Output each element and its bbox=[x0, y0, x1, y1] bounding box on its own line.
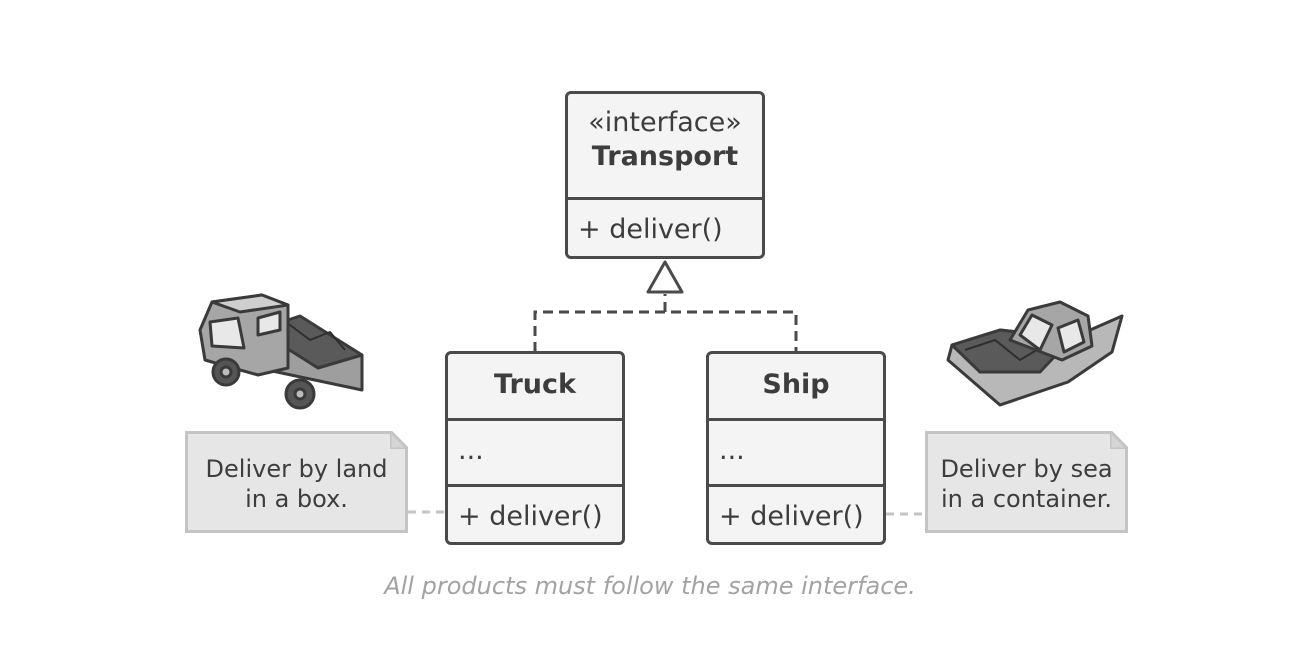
truck-class-box[interactable]: Truck ... + deliver() bbox=[445, 351, 625, 545]
ship-fields-ellipsis: ... bbox=[719, 435, 745, 466]
ship-class-box[interactable]: Ship ... + deliver() bbox=[706, 351, 886, 545]
ship-methods: + deliver() bbox=[709, 484, 883, 542]
boat-illustration bbox=[946, 300, 1124, 407]
truck-methods: + deliver() bbox=[448, 484, 622, 542]
interface-name: Transport bbox=[591, 141, 739, 172]
ship-class-header: Ship bbox=[709, 354, 883, 418]
truck-method: + deliver() bbox=[458, 501, 603, 532]
interface-methods: + deliver() bbox=[568, 197, 762, 256]
interface-header: «interface» Transport bbox=[568, 94, 762, 197]
realization-arrowhead bbox=[646, 260, 684, 294]
interface-stereotype: «interface» bbox=[588, 107, 742, 138]
ship-method: + deliver() bbox=[719, 501, 864, 532]
truck-class-name: Truck bbox=[494, 369, 576, 400]
ship-fields: ... bbox=[709, 418, 883, 484]
truck-illustration bbox=[198, 293, 364, 410]
ship-class-name: Ship bbox=[762, 369, 830, 400]
transport-interface-box[interactable]: «interface» Transport + deliver() bbox=[565, 91, 765, 259]
note-fold-corner bbox=[1110, 431, 1128, 449]
figure-caption: All products must follow the same interf… bbox=[384, 572, 916, 600]
truck-class-header: Truck bbox=[448, 354, 622, 418]
truck-fields: ... bbox=[448, 418, 622, 484]
ship-note: Deliver by sea in a container. bbox=[925, 431, 1128, 533]
truck-note-line-2: in a box. bbox=[245, 485, 348, 513]
realization-connector bbox=[533, 294, 798, 352]
truck-fields-ellipsis: ... bbox=[458, 435, 484, 466]
ship-note-line-2: in a container. bbox=[941, 485, 1112, 513]
interface-method: + deliver() bbox=[578, 214, 723, 245]
truck-note: Deliver by land in a box. bbox=[185, 431, 408, 533]
truck-note-line-1: Deliver by land bbox=[205, 455, 388, 483]
ship-note-line-1: Deliver by sea bbox=[940, 455, 1113, 483]
note-fold-corner bbox=[390, 431, 408, 449]
